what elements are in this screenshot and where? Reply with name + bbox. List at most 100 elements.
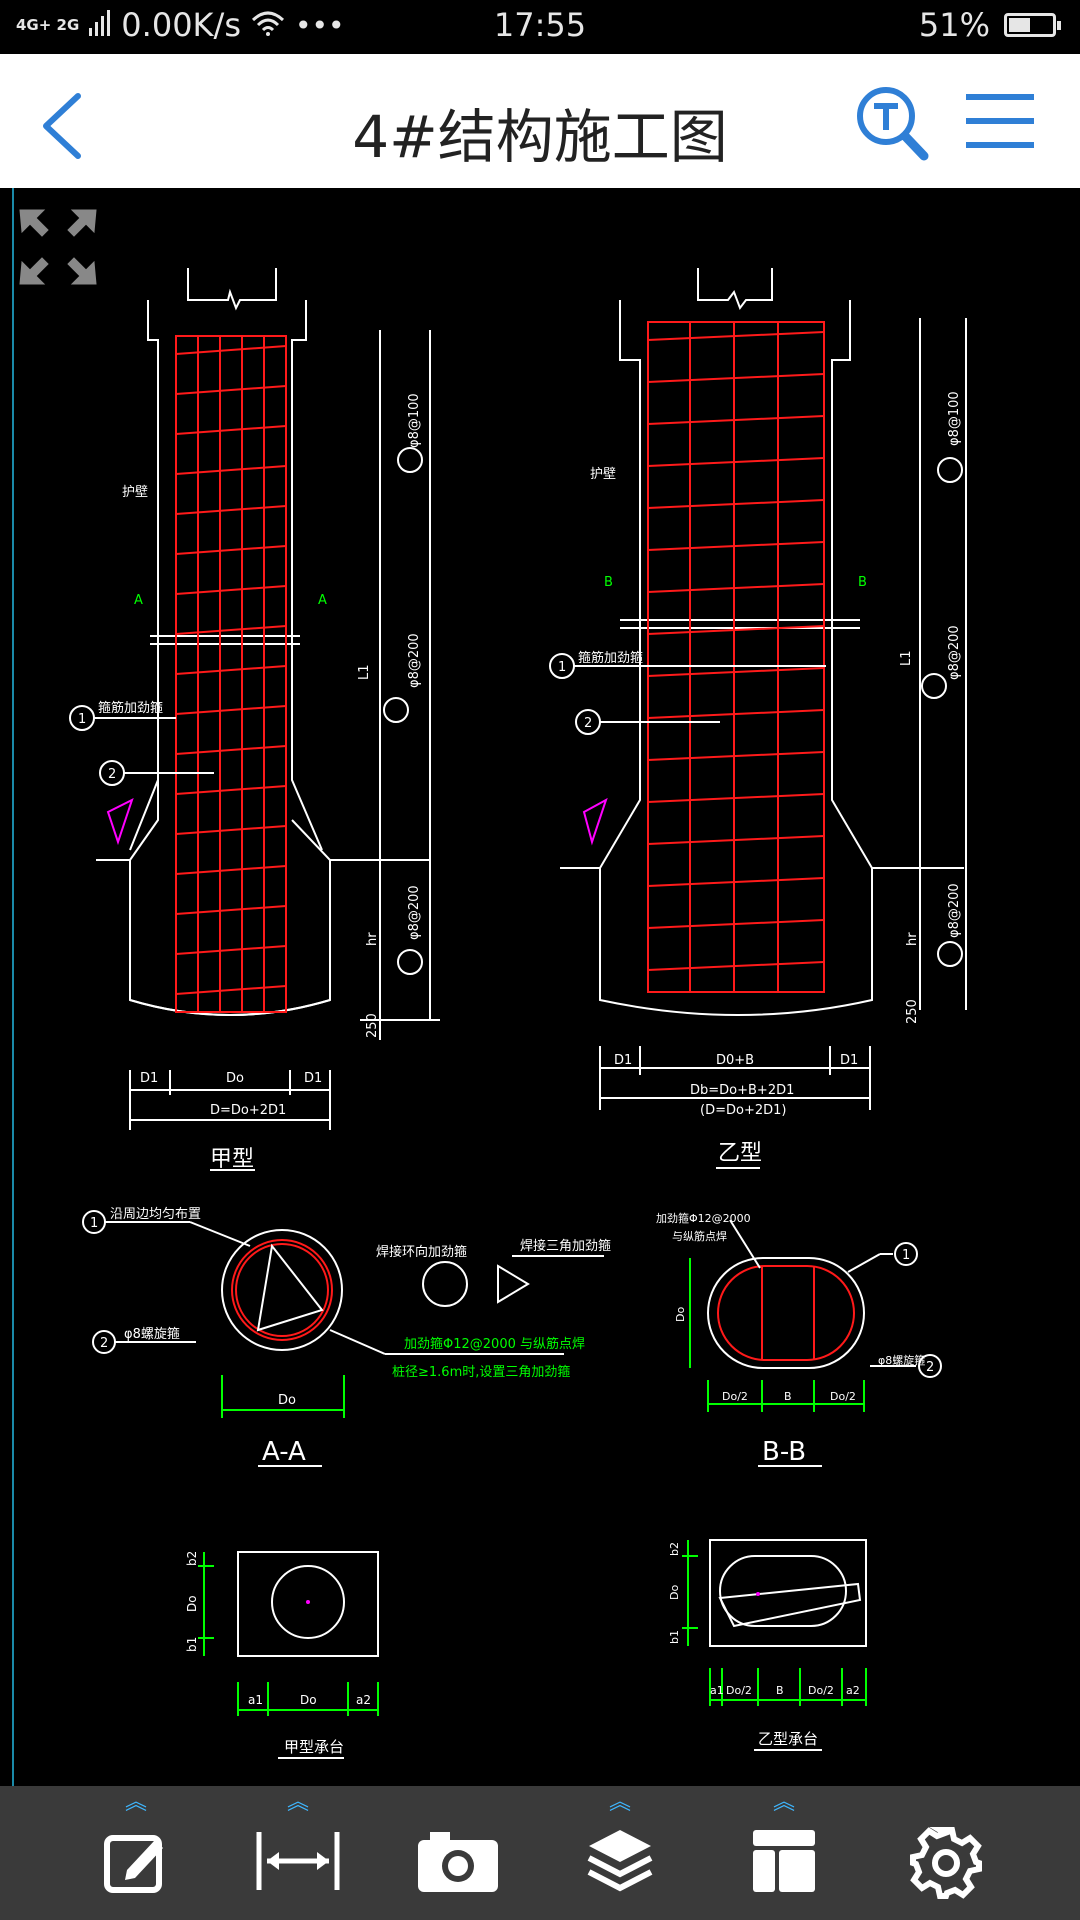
dim-d1-left-yi: D1	[614, 1053, 632, 1068]
dim-a1-yi: a1	[710, 1684, 724, 1697]
section-a-a-labels: 沿周边均匀布置 φ8螺旋箍 焊接环向加劲箍 焊接三角加劲箍 加劲箍Φ12@200…	[90, 1207, 611, 1467]
hamburger-menu-icon	[966, 94, 1034, 148]
dim-a2-yi: a2	[846, 1684, 860, 1697]
note-stiffener-bb: 加劲箍Φ12@2000	[656, 1211, 751, 1225]
rebar-hoop	[175, 945, 287, 955]
section-mark-b-left: B	[604, 575, 613, 590]
battery-fill	[1009, 18, 1031, 32]
section-b-b-labels: 加劲箍Φ12@2000 与纵筋点焊 φ8螺旋箍 Do Do/2 B Do/2 1…	[656, 1211, 934, 1467]
dim-d1-right: D1	[304, 1071, 322, 1086]
pile-cap-yi	[682, 1539, 867, 1751]
rebar-hoop	[647, 709, 825, 719]
rebar-hoop	[647, 625, 825, 635]
network-type: 4G+ 2G	[16, 15, 80, 34]
note-spiral: φ8螺旋箍	[124, 1326, 180, 1342]
rebar-hoop	[647, 499, 825, 509]
note-spiral-bb: φ8螺旋箍	[878, 1353, 925, 1367]
dim-250: 250	[365, 1013, 380, 1038]
camera-icon	[418, 1832, 498, 1892]
menu-button[interactable]	[962, 88, 1038, 158]
note-triangle-stiffener: 焊接三角加劲箍	[520, 1238, 611, 1254]
rebar-hoop	[175, 665, 287, 675]
rebar-hoop	[647, 835, 825, 845]
back-button[interactable]	[34, 90, 94, 159]
note-uniform: 沿周边均匀布置	[110, 1207, 201, 1222]
rebar-hoop	[175, 865, 287, 875]
slope-mark-yi	[582, 797, 608, 846]
rebar-spec-bot-yi: φ8@200	[947, 883, 962, 938]
rebar-spec-top: φ8@100	[407, 393, 422, 448]
rebar-hoop	[647, 373, 825, 383]
fullscreen-toggle-icon[interactable]	[19, 209, 97, 285]
rebar-hoop	[647, 331, 825, 341]
dim-b1-jia: b1	[185, 1637, 199, 1652]
tool-edit-button[interactable]: ︽	[76, 1786, 196, 1920]
pile-type-yi	[560, 268, 967, 1169]
page-title: 4#结构施工图	[352, 103, 728, 171]
chevron-up-icon: ︽	[772, 1790, 796, 1815]
dim-do-v-jia: Do	[185, 1595, 199, 1612]
dim-d1-right-yi: D1	[840, 1053, 858, 1068]
chevron-up-icon: ︽	[124, 1790, 148, 1815]
cad-drawing: 护壁 A A 箍筋加劲箍 L1 hr 250 φ8@100 φ8@200 φ8@…	[19, 209, 967, 1759]
rebar-hoop	[647, 457, 825, 467]
callout-2-aa: 2	[100, 1336, 108, 1351]
dim-250-yi: 250	[905, 999, 920, 1024]
dim-hr: hr	[365, 932, 380, 946]
figure-title-yi: 乙型	[718, 1141, 762, 1166]
status-right: 51%	[918, 6, 1061, 44]
settings-icon	[910, 1827, 982, 1899]
section-title-aa: A-A	[262, 1437, 306, 1467]
cad-drawing-canvas[interactable]: 护壁 A A 箍筋加劲箍 L1 hr 250 φ8@100 φ8@200 φ8@…	[0, 188, 1080, 1786]
signal-bars-icon	[89, 6, 111, 44]
section-mark-b-right: B	[858, 575, 867, 590]
dim-a2-jia: a2	[356, 1693, 371, 1707]
dim-d-yi: (D=Do+2D1)	[700, 1103, 786, 1118]
rebar-hoop	[175, 705, 287, 715]
layers-icon	[587, 1830, 653, 1892]
section-mark-a-left: A	[134, 593, 143, 608]
section-title-bb: B-B	[762, 1437, 806, 1467]
rebar-hoop	[647, 919, 825, 929]
pile-cap-jia-labels: b2 Do b1 a1 Do a2 甲型承台	[185, 1551, 371, 1756]
dim-d1-left: D1	[140, 1071, 158, 1086]
layout-icon	[753, 1830, 815, 1892]
dim-do-h-jia: Do	[300, 1693, 317, 1707]
battery-percent: 51%	[918, 6, 990, 44]
callout-numbers-yi: 1 2	[558, 660, 592, 731]
app-bar: 4#结构施工图	[0, 54, 1080, 190]
callouts-yi	[549, 457, 963, 967]
pile-cap-jia	[198, 1551, 379, 1759]
dim-do-aa: Do	[278, 1393, 296, 1408]
dim-l1-yi: L1	[899, 650, 914, 666]
tool-camera-button[interactable]	[398, 1786, 518, 1920]
rebar-hoop	[175, 585, 287, 595]
callout-1-aa: 1	[90, 1216, 98, 1231]
bottom-toolbar: ︽ ︽ ︽ ︽	[0, 1786, 1080, 1920]
dim-do2-left-cap: Do/2	[726, 1684, 752, 1697]
rebar-hoop	[175, 625, 287, 635]
dim-b1-yi: b1	[668, 1630, 681, 1644]
tool-measure-button[interactable]: ︽	[238, 1786, 358, 1920]
rebar-spec-bot: φ8@200	[407, 885, 422, 940]
note-weld-bb: 与纵筋点焊	[672, 1229, 727, 1243]
figure-title-cap-yi: 乙型承台	[758, 1730, 818, 1748]
dim-do-v-yi: Do	[668, 1585, 681, 1600]
rebar-hoop	[647, 415, 825, 425]
tool-layout-button[interactable]: ︽	[724, 1786, 844, 1920]
pile-cap-yi-labels: b2 Do b1 a1 Do/2 B Do/2 a2 乙型承台	[668, 1542, 860, 1748]
callout-numbers-jia: 1 2	[78, 712, 116, 782]
callout-2: 2	[108, 767, 116, 782]
tool-layers-button[interactable]: ︽	[560, 1786, 680, 1920]
search-button[interactable]	[852, 84, 932, 164]
figure-title-jia: 甲型	[210, 1147, 254, 1172]
tool-settings-button[interactable]	[886, 1786, 1006, 1920]
edit-icon	[104, 1835, 163, 1893]
section-mark-a-right: A	[318, 593, 327, 608]
rebar-hoop	[175, 785, 287, 795]
rebar-hoops-jia	[175, 345, 287, 995]
dim-a1-jia: a1	[248, 1693, 263, 1707]
rebar-hoop	[647, 961, 825, 971]
rebar-hoop	[175, 745, 287, 755]
rebar-hoop	[175, 345, 287, 355]
